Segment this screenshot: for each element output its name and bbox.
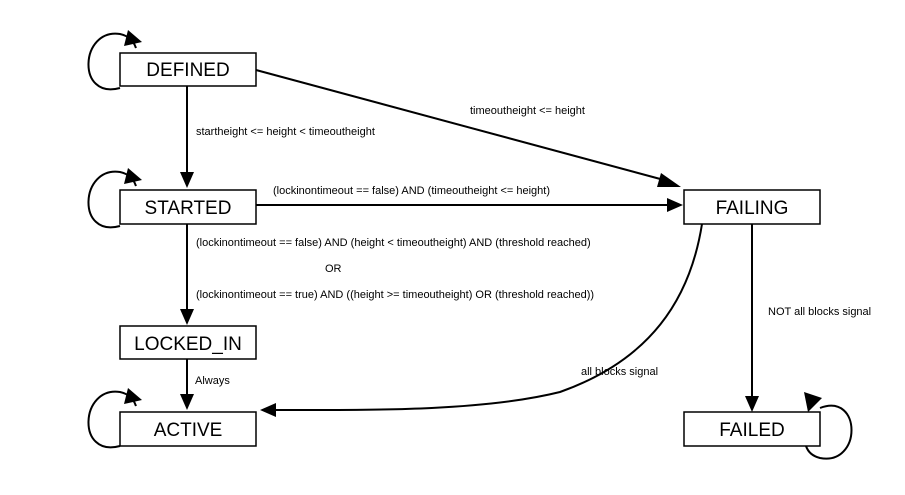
label-defined-to-failing: timeoutheight <= height (470, 105, 585, 117)
label-failing-to-active: all blocks signal (581, 366, 658, 378)
label-started-to-locked-in-line1: (lockinontimeout == false) AND (height <… (196, 237, 591, 249)
state-defined-label: DEFINED (146, 60, 229, 81)
state-active-label: ACTIVE (154, 420, 223, 441)
self-loop-active (87, 388, 142, 449)
state-locked-in: LOCKED_IN (119, 325, 257, 360)
edge-failing-to-active (260, 223, 703, 417)
state-started: STARTED (119, 189, 257, 225)
state-failed: FAILED (683, 411, 821, 447)
state-active: ACTIVE (119, 411, 257, 447)
edge-started-to-locked-in (180, 224, 194, 325)
state-failed-label: FAILED (719, 420, 784, 441)
edge-failing-to-failed (745, 224, 759, 412)
edge-locked-in-to-active (180, 359, 194, 410)
state-failing-label: FAILING (716, 198, 789, 219)
self-loop-defined (87, 30, 142, 91)
edge-defined-to-failing (255, 69, 681, 187)
state-started-label: STARTED (145, 198, 232, 219)
label-started-to-failing: (lockinontimeout == false) AND (timeouth… (273, 185, 550, 197)
edge-started-to-failing (256, 198, 683, 212)
label-started-to-locked-in-line2: (lockinontimeout == true) AND ((height >… (196, 289, 594, 301)
state-failing: FAILING (683, 189, 821, 225)
label-started-to-locked-in-or: OR (325, 263, 342, 275)
label-failing-to-failed: NOT all blocks signal (768, 306, 871, 318)
state-defined: DEFINED (119, 52, 257, 87)
label-locked-in-to-active: Always (195, 375, 230, 387)
edge-defined-to-started (180, 86, 194, 188)
self-loop-started (87, 168, 142, 229)
self-loop-failed (804, 392, 853, 460)
label-defined-to-started: startheight <= height < timeoutheight (196, 126, 375, 138)
state-locked-in-label: LOCKED_IN (134, 334, 242, 355)
